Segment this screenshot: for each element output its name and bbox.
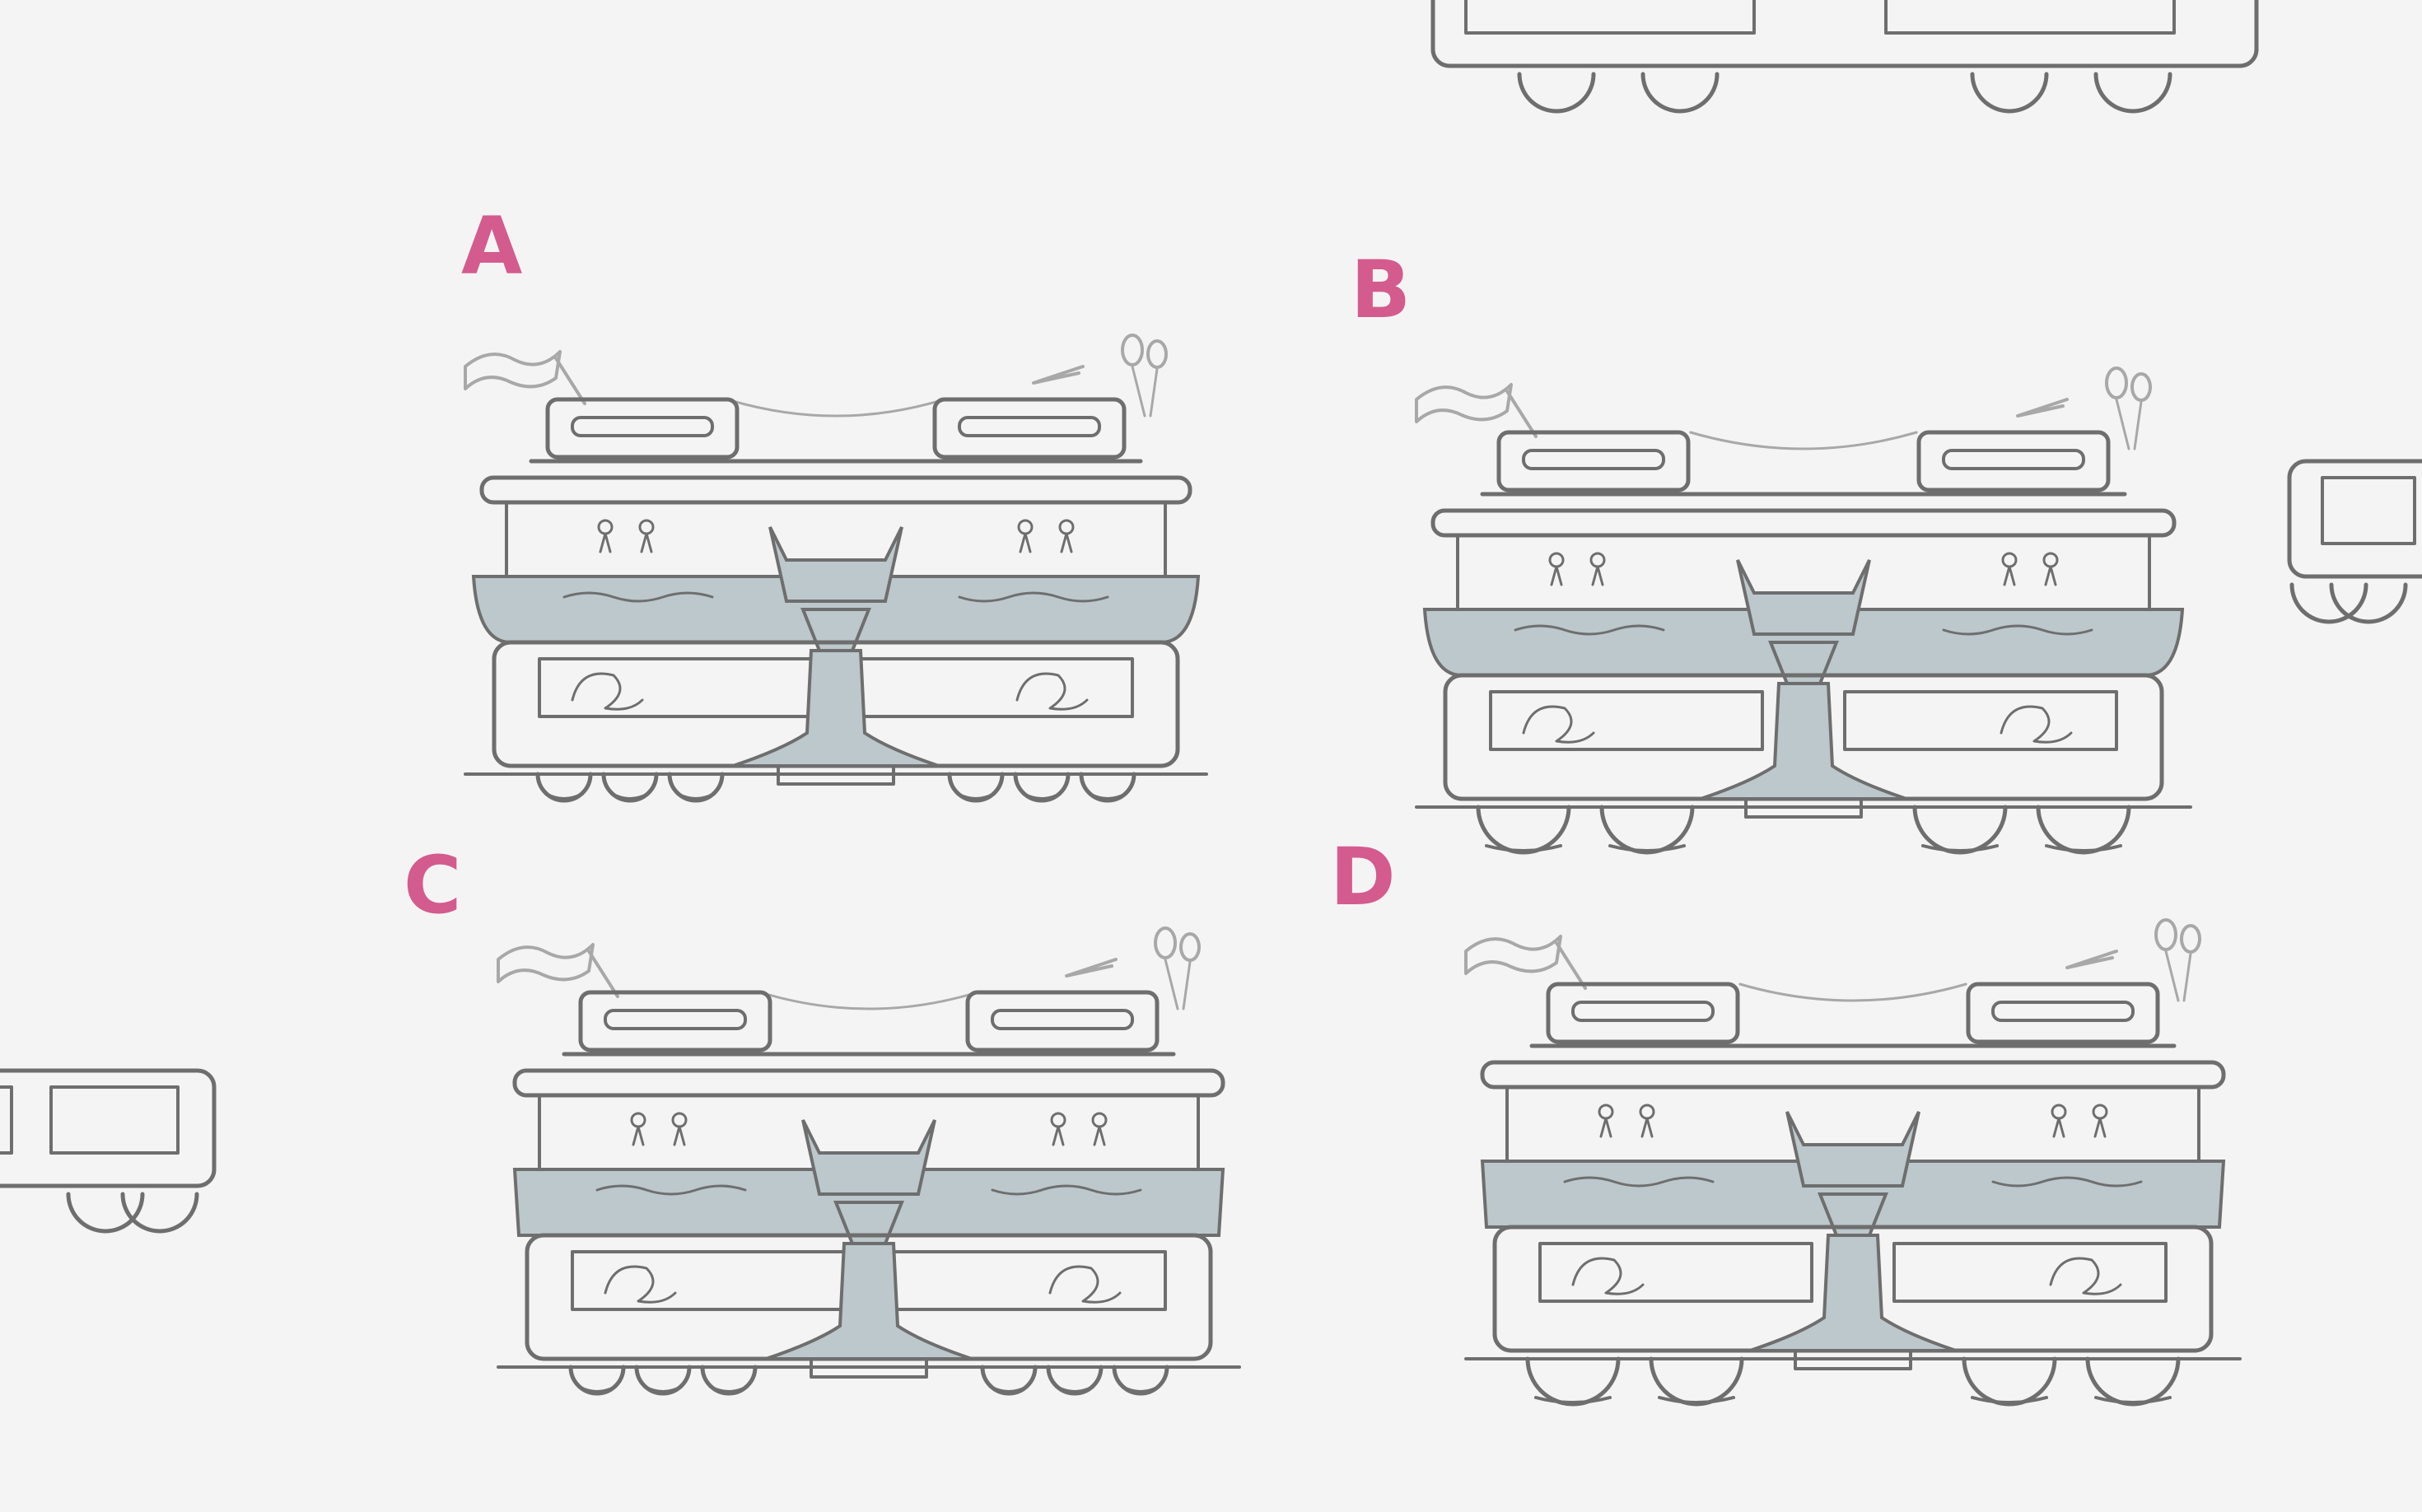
flag-right [2065,950,2118,969]
bunting-string [758,991,979,1010]
central-trunk [732,649,940,768]
panel-doodle [1048,1265,1122,1304]
roof-cabin-right [932,397,1127,460]
balloon [1121,334,1144,366]
band-squiggle [1514,624,2093,636]
band-squiggle [562,591,1109,603]
variant-label-d: D [1330,831,1396,923]
panel-doodle [1522,705,1595,744]
central-trunk [1700,682,1907,800]
chassis-grille [1794,1349,1912,1370]
lower-panel-left [1489,690,1764,751]
flag-left [1415,383,1513,423]
central-trunk [765,1242,973,1360]
flag-right [1032,365,1085,385]
flag-right [1065,958,1118,978]
balloon [2180,924,2201,954]
roof-cabin-left [1496,430,1691,492]
lower-panel-left [1538,1242,1813,1303]
vehicle-variant-c [497,926,1241,1396]
bunting-string [1689,431,1918,450]
chassis-grille [1744,797,1863,819]
vehicle-variant-a [464,334,1208,803]
panel-doodle [1571,1257,1645,1295]
balloon [1146,339,1168,369]
partial-vehicle-right [2287,459,2422,624]
balloon [2105,366,2128,399]
roof-cabin-right [965,990,1160,1052]
variant-label-a: A [461,200,522,292]
flag-left [1464,935,1562,975]
vehicle-variant-d [1464,918,2242,1407]
roof-cabin-right [1916,430,2111,492]
balloon [2154,918,2177,951]
variant-label-b: B [1351,244,1411,336]
chassis-grille [777,764,895,786]
roof-cabin-left [1546,982,1740,1044]
variant-label-c: C [404,839,461,931]
panel-doodle [2000,705,2073,744]
band-squiggle [595,1184,1142,1196]
panel-doodle [571,672,644,711]
cat-head-figurehead [768,526,903,603]
cat-head-figurehead [1785,1111,1920,1188]
partial-vehicle-bottom-left [0,1068,217,1234]
panel-doodle [604,1265,677,1304]
balloon [1154,926,1177,959]
roof-cabin-left [578,990,772,1052]
roof-cabin-right [1966,982,2160,1044]
panel-doodle [2049,1257,2122,1295]
central-trunk [1749,1234,1957,1352]
vehicle-variant-b [1415,366,2192,855]
lower-panel-right [1892,1242,2168,1303]
cat-head-figurehead [801,1119,936,1196]
band-squiggle [1563,1176,2143,1188]
lower-panel-right [1843,690,2118,751]
chassis-grille [810,1357,928,1379]
roof-cabin-left [545,397,740,460]
partial-vehicle-top [1430,0,2259,114]
balloon [2130,372,2152,402]
cat-head-figurehead [1736,559,1871,636]
balloon [1179,932,1201,962]
flag-right [2016,398,2069,418]
flag-left [464,350,562,390]
panel-doodle [1015,672,1089,711]
flag-left [497,943,595,983]
bunting-string [1738,982,1967,1002]
bunting-string [726,398,946,418]
